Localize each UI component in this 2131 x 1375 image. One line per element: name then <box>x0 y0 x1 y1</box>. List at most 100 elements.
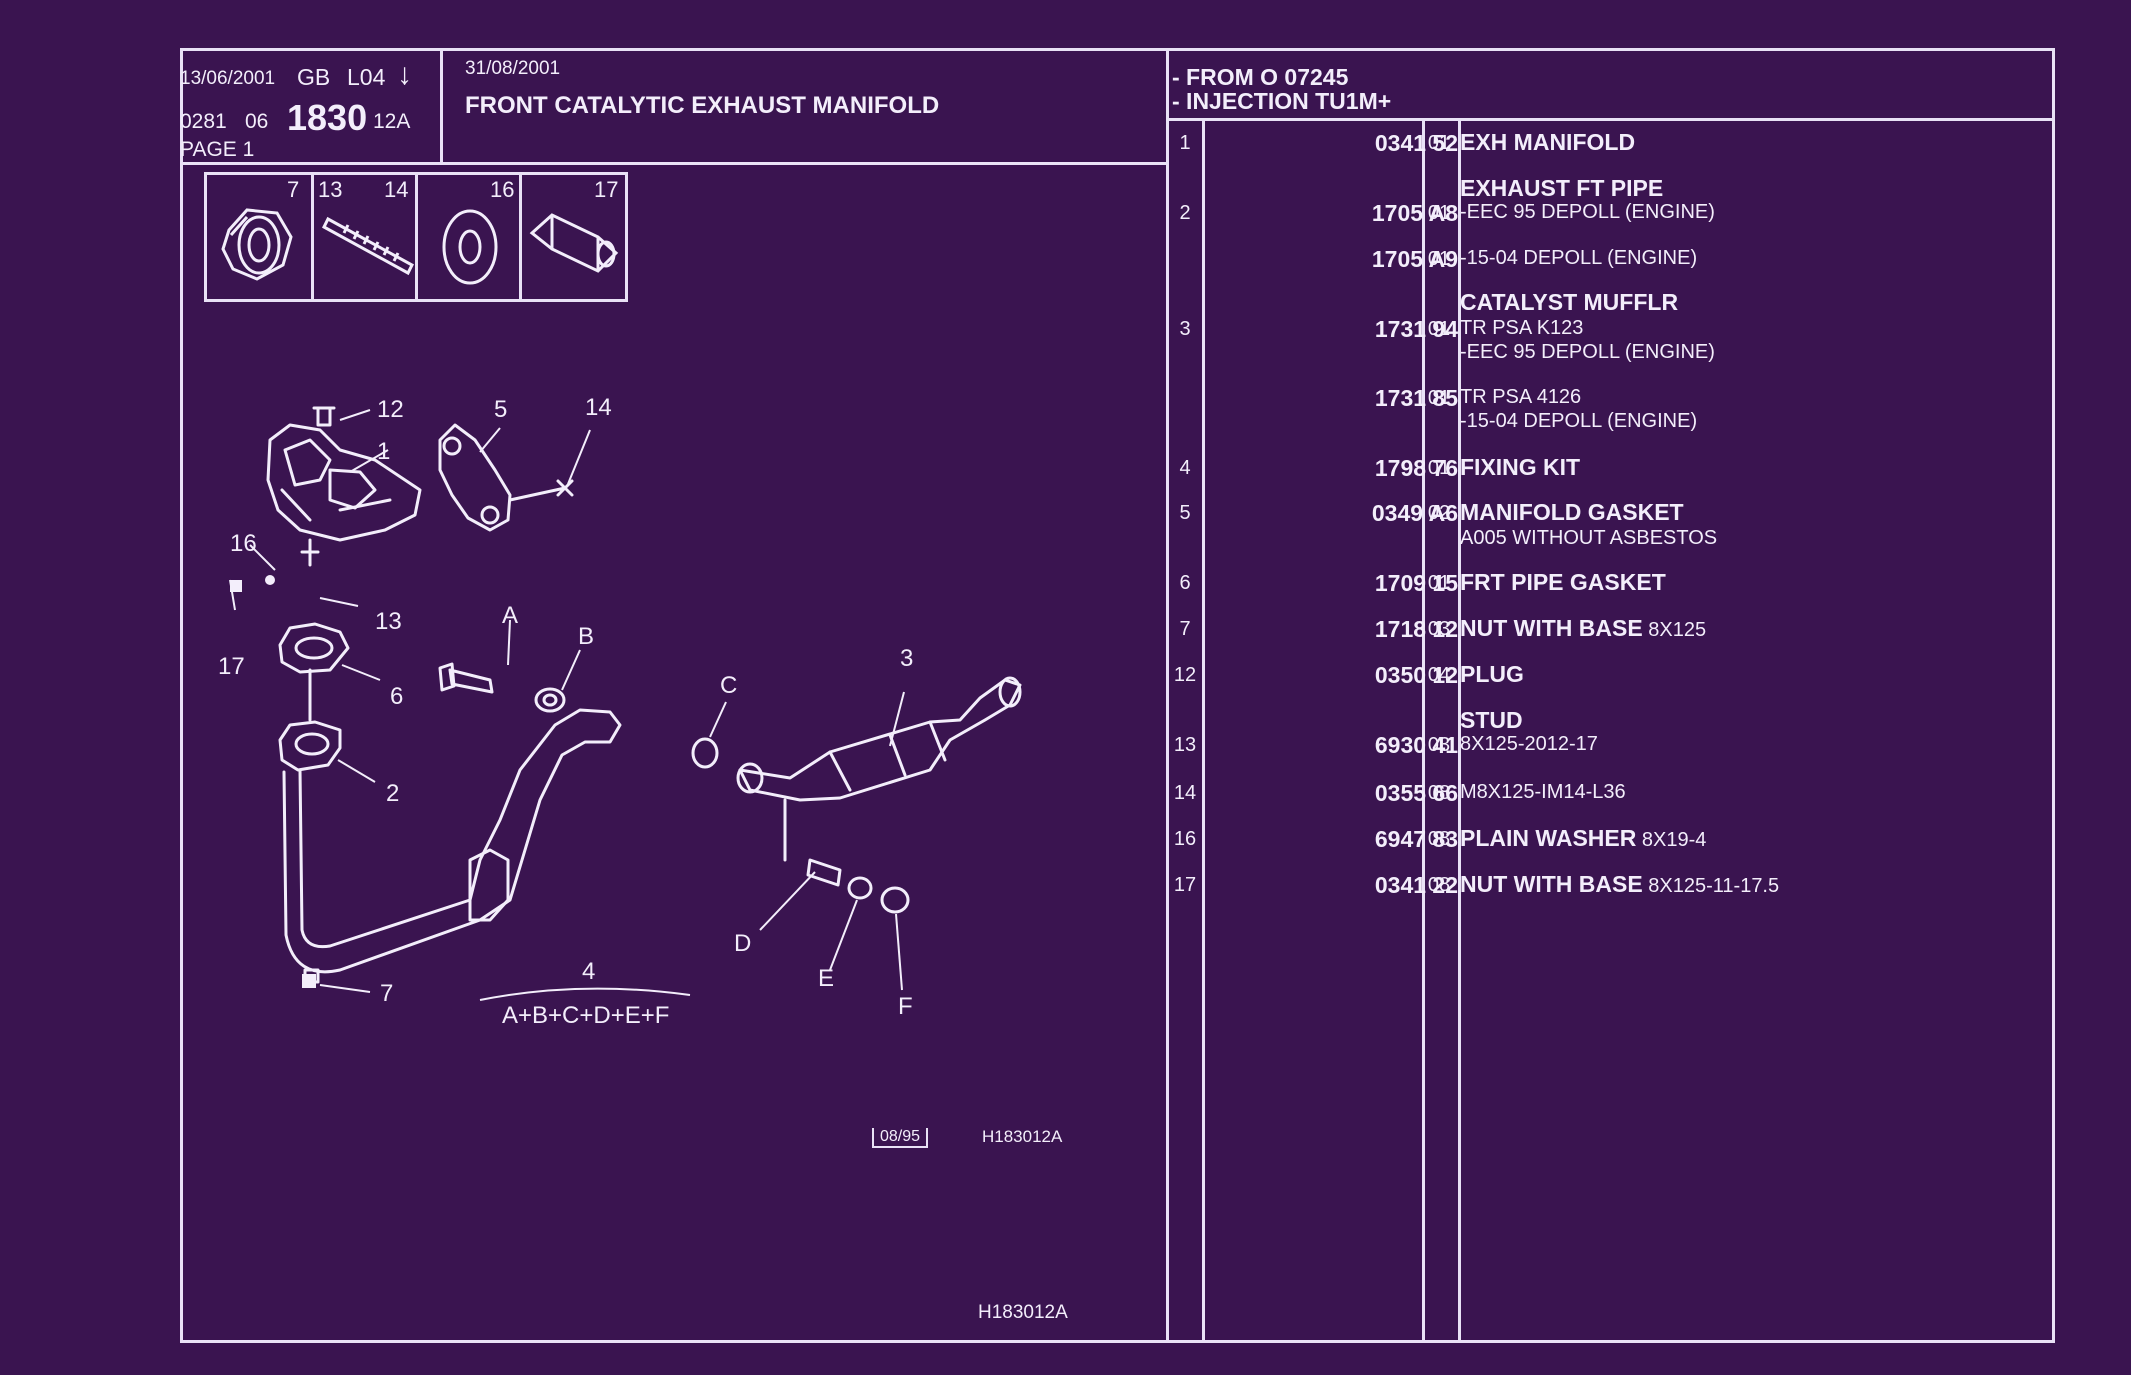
part-description-line: -EEC 95 DEPOLL (ENGINE) <box>1460 200 2040 224</box>
part-item-number: 6 <box>1179 572 1191 594</box>
part-name: STUD <box>1460 707 1523 733</box>
part-description-line: A005 WITHOUT ASBESTOS <box>1460 526 2040 550</box>
part-variant: 01 <box>1427 572 1451 594</box>
part-description-line: PLUG <box>1460 662 2040 688</box>
part-description-line: EXHAUST FT PIPE <box>1460 176 2040 202</box>
label-17: 17 <box>218 653 245 680</box>
stud-14-shape <box>508 479 574 502</box>
part-description-line: EXH MANIFOLD <box>1460 130 2040 156</box>
sheet-frame <box>180 48 2055 1343</box>
label-F: F <box>898 993 913 1020</box>
part-description-line: MANIFOLD GASKET <box>1460 500 2040 526</box>
parts-col-num <box>1202 120 1205 1343</box>
part-variant: 01 <box>1427 318 1451 340</box>
part-spec: 8X125-2012-17 <box>1460 733 1598 755</box>
part-reference: 0341 52 <box>1374 130 1458 156</box>
part-description-line: STUD <box>1460 708 2040 734</box>
part-item-number: 16 <box>1173 828 1197 850</box>
label-12: 12 <box>377 396 404 423</box>
part-description: FIXING KIT <box>1460 455 2040 481</box>
part-description-line: -15-04 DEPOLL (ENGINE) <box>1460 409 2040 433</box>
label-14: 14 <box>585 394 612 421</box>
parts-col-var <box>1458 120 1461 1343</box>
plug-shape <box>312 406 336 427</box>
part-description: -EEC 95 DEPOLL (ENGINE) <box>1460 200 2040 224</box>
hex-nut-icon <box>529 213 619 273</box>
gasket-5-shape <box>438 423 512 532</box>
label-5: 5 <box>494 396 508 423</box>
stud-13-shape <box>300 538 320 567</box>
label-3: 3 <box>900 645 914 672</box>
header-col-divider <box>440 48 443 165</box>
part-name: EXH MANIFOLD <box>1460 129 1636 155</box>
part-description-line: NUT WITH BASE 8X125-11-17.5 <box>1460 872 2040 898</box>
part-description: NUT WITH BASE 8X125 <box>1460 616 2040 642</box>
label-1: 1 <box>377 438 391 465</box>
page-title: FRONT CATALYTIC EXHAUST MANIFOLD <box>465 92 940 119</box>
part-reference: 6930 41 <box>1374 732 1458 758</box>
header-ref-b: 06 <box>245 110 269 133</box>
part-description: CATALYST MUFFLR <box>1460 290 2040 316</box>
part-reference: 0349 A6 <box>1371 500 1458 526</box>
part-spec: -EEC 95 DEPOLL (ENGINE) <box>1460 201 1715 223</box>
part-spec: -EEC 95 DEPOLL (ENGINE) <box>1460 341 1715 363</box>
part-name: NUT WITH BASE <box>1460 615 1643 641</box>
part-variant: 01 <box>1427 202 1451 224</box>
gasket-6-shape <box>278 622 350 674</box>
label-7: 7 <box>380 980 394 1007</box>
footer-code: H183012A <box>978 1302 1068 1323</box>
header-injection-line: - INJECTION TU1M+ <box>1172 88 1392 114</box>
label-6: 6 <box>390 683 404 710</box>
label-D: D <box>734 930 752 957</box>
diagram-ref-code: H183012A <box>982 1127 1063 1146</box>
kit-formula: A+B+C+D+E+F <box>502 1002 670 1029</box>
part-spec: -15-04 DEPOLL (ENGINE) <box>1460 410 1698 432</box>
nut-F-shape <box>880 886 910 914</box>
fastener-inset: 7 13 14 16 17 <box>204 172 628 302</box>
part-description-line: FRT PIPE GASKET <box>1460 570 2040 596</box>
part-description: 8X125-2012-17 <box>1460 732 2040 756</box>
part-item-number: 4 <box>1179 457 1191 479</box>
part-item-number: 1 <box>1179 132 1191 154</box>
part-spec: TR PSA 4126 <box>1460 386 1582 408</box>
washer-E-shape <box>847 876 873 900</box>
part-description: -15-04 DEPOLL (ENGINE) <box>1460 246 2040 270</box>
part-spec: -15-04 DEPOLL (ENGINE) <box>1460 247 1698 269</box>
part-reference: 0350 12 <box>1374 662 1458 688</box>
part-description-line: -EEC 95 DEPOLL (ENGINE) <box>1460 340 2040 364</box>
part-item-number: 13 <box>1173 734 1197 756</box>
part-variant: 04 <box>1427 664 1451 686</box>
part-variant: 08 <box>1427 874 1451 896</box>
part-description: EXH MANIFOLD <box>1460 130 2040 156</box>
part-item-number: 17 <box>1173 874 1197 896</box>
part-name: PLUG <box>1460 661 1524 687</box>
part-name: CATALYST MUFFLR <box>1460 289 1679 315</box>
part-variant: 08 <box>1427 782 1451 804</box>
inset-num: 14 <box>384 177 409 202</box>
part-reference: 1705 A9 <box>1371 246 1458 272</box>
label-E: E <box>818 965 835 992</box>
part-description: PLAIN WASHER 8X19-4 <box>1460 826 2040 852</box>
part-description: M8X125-IM14-L36 <box>1460 780 2040 804</box>
part-reference: 1705 A8 <box>1371 200 1458 226</box>
label-B: B <box>578 623 595 650</box>
part-name: PLAIN WASHER <box>1460 825 1637 851</box>
part-name: EXHAUST FT PIPE <box>1460 175 1664 201</box>
washer-icon <box>442 209 498 285</box>
inset-num: 17 <box>594 177 619 202</box>
header-date-left: 13/06/2001 <box>180 68 276 89</box>
part-variant: 01 <box>1427 387 1451 409</box>
inset-cell-hex-nut: 17 <box>522 175 625 299</box>
part-reference: 1718 12 <box>1374 616 1458 642</box>
part-spec: 8X19-4 <box>1636 829 1707 851</box>
label-4: 4 <box>582 958 596 985</box>
part-variant: 02 <box>1427 502 1451 524</box>
part-description-line: -15-04 DEPOLL (ENGINE) <box>1460 246 2040 270</box>
label-C: C <box>720 672 738 699</box>
bolt-D-shape <box>806 858 842 887</box>
main-col-divider <box>1166 48 1169 1343</box>
part-description-line: PLAIN WASHER 8X19-4 <box>1460 826 2040 852</box>
label-A: A <box>502 602 519 629</box>
part-variant: 01 <box>1427 248 1451 270</box>
